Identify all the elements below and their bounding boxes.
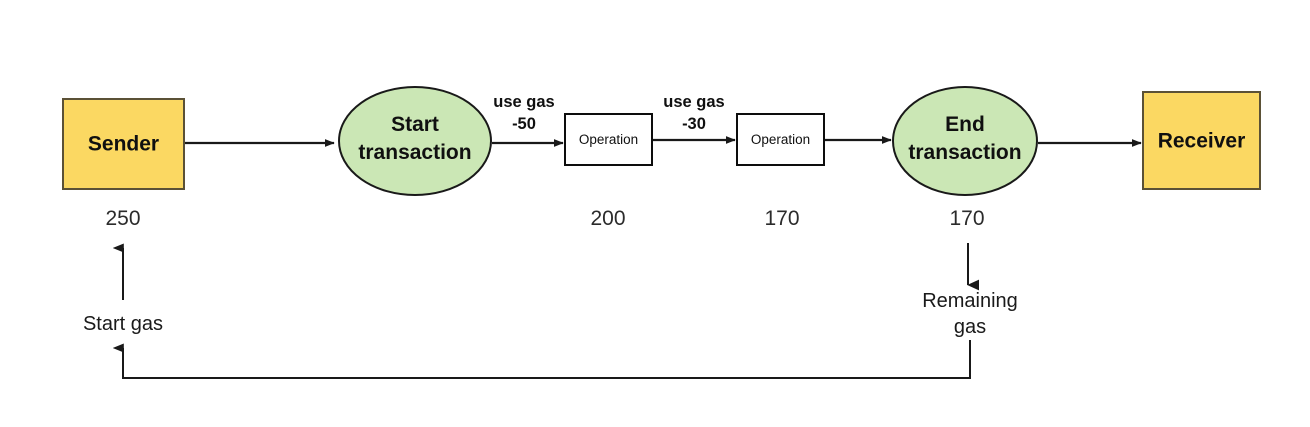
edges-layer bbox=[112, 136, 1142, 379]
node-sender[interactable]: Sender bbox=[62, 98, 185, 190]
start-transaction-label-line2: transaction bbox=[358, 141, 471, 164]
start-transaction-label-line1: Start bbox=[391, 113, 439, 136]
use-gas-50-line1: use gas bbox=[493, 93, 554, 111]
use-gas-50-line2: -50 bbox=[512, 115, 536, 133]
receiver-label: Receiver bbox=[1158, 130, 1246, 153]
node-end-transaction[interactable]: End transaction bbox=[892, 86, 1038, 196]
use-gas-30-line2: -30 bbox=[682, 115, 706, 133]
gas-value-after-operation-1: 200 bbox=[590, 207, 625, 230]
use-gas-30-line1: use gas bbox=[663, 93, 724, 111]
end-transaction-label-line2: transaction bbox=[908, 141, 1021, 164]
edge-label-use-gas-30: use gas -30 bbox=[663, 93, 724, 133]
remaining-gas-label-line1: Remaining bbox=[922, 290, 1018, 312]
operation-2-label: Operation bbox=[751, 132, 810, 147]
sender-label: Sender bbox=[88, 133, 159, 156]
edge-label-use-gas-50: use gas -50 bbox=[493, 93, 554, 133]
annotations-layer: Start gas Remaining gas bbox=[83, 290, 1018, 338]
start-transaction-ellipse[interactable] bbox=[338, 86, 492, 196]
sender-box[interactable] bbox=[62, 98, 185, 190]
gas-value-after-operation-2: 170 bbox=[764, 207, 799, 230]
end-transaction-label-line1: End bbox=[945, 113, 985, 136]
start-gas-label: Start gas bbox=[83, 313, 163, 335]
node-operation-1[interactable]: Operation bbox=[564, 113, 653, 166]
edge-remaining-gas-feedback-to-start-gas bbox=[112, 340, 971, 379]
operation-2-box[interactable] bbox=[736, 113, 825, 166]
gas-values-row: 250 200 170 170 bbox=[105, 207, 984, 230]
operation-1-label: Operation bbox=[579, 132, 638, 147]
gas-value-after-end-transaction: 170 bbox=[949, 207, 984, 230]
gas-value-after-sender: 250 bbox=[105, 207, 140, 230]
node-start-transaction[interactable]: Start transaction bbox=[338, 86, 492, 196]
end-transaction-ellipse[interactable] bbox=[892, 86, 1038, 196]
remaining-gas-label-line2: gas bbox=[954, 316, 986, 338]
operation-1-box[interactable] bbox=[564, 113, 653, 166]
node-receiver[interactable]: Receiver bbox=[1142, 91, 1261, 190]
receiver-box[interactable] bbox=[1142, 91, 1261, 190]
node-operation-2[interactable]: Operation bbox=[736, 113, 825, 166]
